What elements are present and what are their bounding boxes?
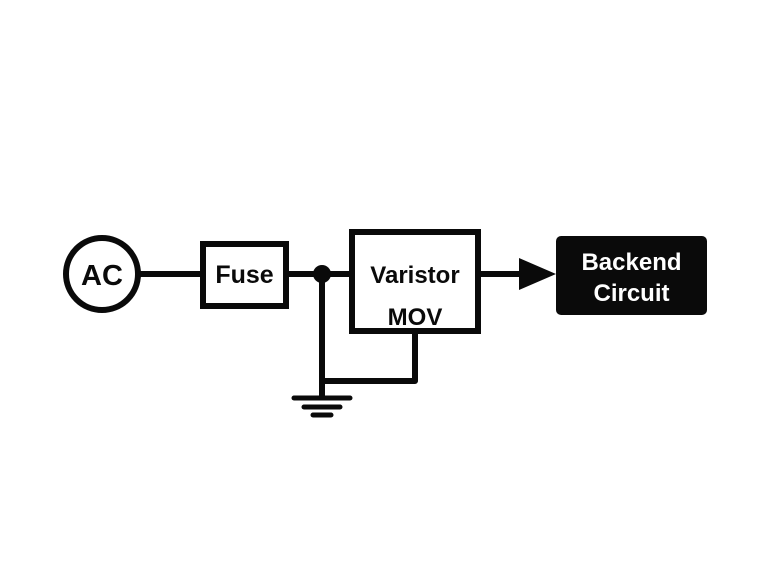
backend-label-line2: Circuit <box>593 280 669 307</box>
fuse-label: Fuse <box>215 261 273 289</box>
backend-circuit-block: Backend Circuit <box>556 236 707 315</box>
backend-circuit-box <box>556 236 707 315</box>
varistor-label: Varistor <box>370 262 459 289</box>
ac-source: AC <box>63 235 141 313</box>
fuse-box <box>200 241 289 309</box>
backend-label-line1: Backend <box>581 249 681 276</box>
wire-varistor-return <box>319 329 418 384</box>
fuse-block: Fuse <box>200 241 289 309</box>
arrow-right-icon <box>519 258 556 290</box>
varistor-box <box>349 229 481 334</box>
ac-source-label: AC <box>81 260 123 292</box>
varistor-block: Varistor MOV <box>349 229 481 334</box>
ground-symbol-icon <box>291 395 353 418</box>
mov-label: MOV <box>388 304 443 331</box>
